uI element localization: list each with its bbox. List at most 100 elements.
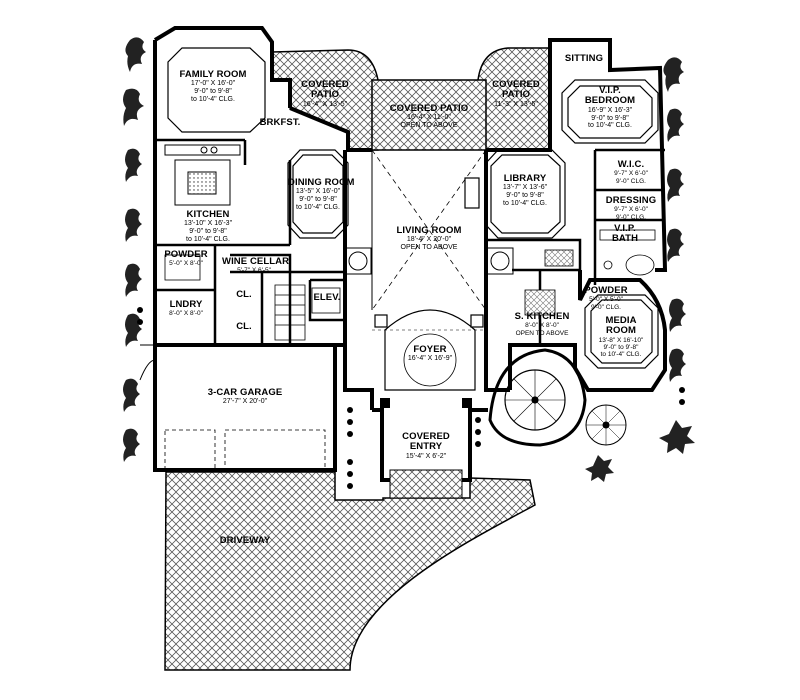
kitchen-label: KITCHEN 13'-10" X 16'-3" 9'-0" to 9'-8" … (168, 209, 248, 244)
room-dim: 18'-4" X 20'-0" (406, 236, 452, 244)
covered-entry-hatch (389, 469, 463, 499)
foyer-outline (372, 309, 486, 391)
room-dim: 13'-5" X 16'-0" (295, 188, 341, 196)
wic-label: W.I.C. 9'-7" X 6'-0" 9'-0" CLG. (598, 159, 664, 185)
room-name: CL. (236, 289, 252, 300)
planter-dots (137, 307, 685, 489)
elev-label: ELEV. (312, 292, 342, 303)
room-name: SITTING (564, 53, 604, 64)
room-dim: 8'-0" X 8'-0" (525, 322, 559, 330)
room-name: ENTRY (409, 441, 443, 453)
open-to-above-lines (371, 149, 487, 311)
room-dim: 15'-4" X 6'-2" (405, 452, 447, 460)
room-name: BRKFST. (259, 117, 301, 128)
laundry-label: LNDRY 8'-0" X 8'-0" (160, 299, 212, 318)
room-dim: 9'-0" to 9'-8" (194, 88, 232, 96)
shrubs-right (663, 57, 686, 382)
room-dim: 27'-7" X 20'-0" (222, 398, 268, 406)
room-name: LNDRY (169, 299, 203, 310)
sitting-label: SITTING (556, 53, 612, 64)
interior-walls (155, 138, 665, 345)
room-dim: 5'-0" X 8'-0" (169, 260, 203, 268)
room-dim: to 10'-4" CLG. (186, 235, 230, 243)
room-name: BEDROOM (584, 95, 636, 107)
family-room-label: FAMILY ROOM 17'-0" X 16'-0" 9'-0" to 9'-… (168, 69, 258, 104)
room-name: ROOM (606, 325, 636, 337)
covered-patio-left-label: COVERED PATIO 16'-4" X 13'-5" (290, 79, 360, 109)
room-name: POWDER (164, 249, 208, 260)
room-name: COVERED (301, 79, 349, 90)
room-name: V.I.P. (599, 85, 621, 96)
room-dim: to 10'-4" CLG. (503, 199, 547, 207)
patio-hatch (271, 47, 551, 151)
room-name: WINE CELLAR (222, 256, 290, 267)
library-label: LIBRARY 13'-7" X 13'-6" 9'-0" to 9'-8" t… (492, 173, 558, 208)
room-dim: to 10'-4" CLG. (600, 351, 642, 359)
room-name: LIVING ROOM (396, 225, 462, 236)
room-dim: 9'-0" CLG. (616, 213, 646, 221)
room-name: LIBRARY (503, 173, 547, 184)
covered-patio-right-label: COVERED PATIO 11'-3" X 13'-5" (484, 79, 548, 109)
living-columns (344, 150, 514, 310)
room-name: COVERED (492, 79, 540, 90)
room-name: ELEV. (313, 292, 341, 303)
room-dim: OPEN TO ABOVE (515, 329, 569, 337)
room-dim: OPEN TO ABOVE (400, 244, 458, 252)
palm-tree (585, 455, 614, 482)
room-dim: 9'-0" to 9'-8" (189, 228, 227, 236)
room-name: CL. (236, 321, 252, 332)
room-dim: 16'-4" X 16'-9" (407, 355, 453, 363)
kitchen-island (164, 144, 241, 206)
room-dim: 9'-0" to 9'-8" (506, 192, 544, 200)
entry-columns (380, 398, 472, 408)
room-dim: 16'-9" X 16'-3" (587, 106, 633, 114)
wine-cellar-label: WINE CELLAR 5'-7" X 6'-5" (222, 256, 290, 275)
room-name: S. KITCHEN (514, 311, 570, 322)
room-dim: to 10'-4" CLG. (191, 95, 235, 103)
room-dim: 8'-0" X 8'-0" (169, 310, 203, 318)
room-dim: 11'-3" X 13'-5" (494, 100, 538, 108)
room-dim: 9'-7" X 6'-0" (614, 170, 648, 178)
room-dim: 5'-0" X 5'-0" (589, 296, 623, 304)
closet-label: CL. (232, 321, 256, 332)
room-dim: 9'-0" to 9'-8" (603, 344, 639, 352)
room-dim: 16'-4" X 13'-5" (302, 100, 348, 108)
room-dim: 9'-0" to 9'-8" (299, 196, 337, 204)
tree-circle (585, 404, 627, 446)
room-dim: 17'-0" X 16'-0" (190, 80, 236, 88)
room-dim: to 10'-4" CLG. (588, 122, 632, 130)
room-dim: 9'-0" CLG. (616, 177, 646, 185)
powder-right-label: POWDER 5'-0" X 5'-0" 9'-0" CLG. (576, 285, 636, 311)
room-dim: 5'-7" X 6'-5" (237, 267, 271, 275)
garage-doors (164, 429, 326, 471)
fireplace (464, 177, 480, 209)
dressing-label: DRESSING 9'-7" X 6'-0" 9'-0" CLG. (598, 195, 664, 221)
room-name: COVERED PATIO (389, 103, 469, 114)
room-dim: 13'-10" X 16'-3" (183, 220, 233, 228)
room-dim: 13'-7" X 13'-6" (502, 184, 548, 192)
room-name: BATH (611, 233, 639, 245)
room-name: 3-CAR GARAGE (207, 387, 283, 398)
room-name: POWDER (584, 285, 628, 296)
palm-tree (659, 420, 695, 454)
room-name: KITCHEN (186, 209, 230, 220)
driveway-label: DRIVEWAY (210, 535, 280, 546)
brkfst-label: BRKFST. (250, 117, 310, 128)
foyer-label: FOYER 16'-4" X 16'-9" (392, 344, 468, 363)
covered-patio-center-label: COVERED PATIO 16'-4" X 11'-0" OPEN TO AB… (372, 103, 486, 130)
spiral-stair (488, 348, 587, 447)
room-dim: 13'-8" X 16'-10" (598, 336, 644, 344)
bath-fixtures (164, 229, 656, 316)
room-dim: 9'-7" X 6'-0" (614, 206, 648, 214)
vip-bedroom-label: V.I.P. BEDROOM 16'-9" X 16'-3" 9'-0" to … (568, 85, 652, 130)
summer-kitchen-label: S. KITCHEN 8'-0" X 8'-0" OPEN TO ABOVE (502, 311, 582, 337)
garage-apron (139, 344, 156, 381)
room-dim: 9'-0" CLG. (591, 303, 621, 311)
room-dim: to 10'-4" CLG. (296, 203, 340, 211)
stair-core (274, 284, 341, 341)
room-name: PATIO (310, 89, 340, 101)
room-name: MEDIA (605, 315, 637, 326)
room-name: PATIO (501, 89, 531, 101)
room-name: V.I.P. (614, 223, 636, 234)
